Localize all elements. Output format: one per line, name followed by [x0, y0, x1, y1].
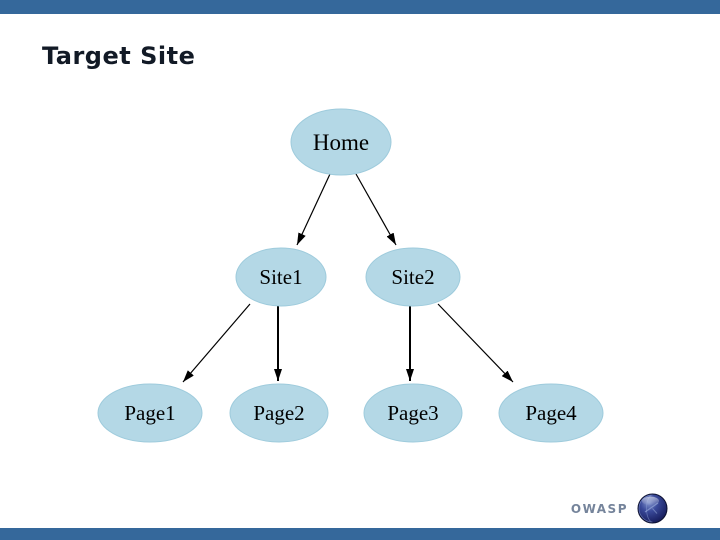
node-page2-label: Page2	[253, 401, 304, 425]
edge-home-site2	[355, 173, 397, 246]
node-site1-shape	[235, 247, 327, 307]
node-site2-shape	[365, 247, 461, 307]
node-home-label: Home	[313, 130, 369, 155]
edge-site2-page4	[437, 303, 514, 383]
node-page1-label: Page1	[124, 401, 175, 425]
node-site1-label: Site1	[259, 265, 302, 289]
node-home: Home	[290, 108, 392, 176]
node-page1: Page1	[97, 383, 203, 443]
owasp-globe-icon	[637, 493, 668, 524]
footer-brand: OWASP	[571, 493, 668, 524]
node-page1-shape	[97, 383, 203, 443]
node-page3-shape	[363, 383, 463, 443]
node-page4-label: Page4	[525, 401, 577, 425]
node-page3-label: Page3	[387, 401, 438, 425]
page-title: Target Site	[42, 42, 196, 70]
top-accent-bar	[0, 0, 720, 14]
bottom-accent-bar	[0, 528, 720, 540]
node-site1: Site1	[235, 247, 327, 307]
node-site2-label: Site2	[391, 265, 434, 289]
node-page4: Page4	[498, 383, 604, 443]
node-page2-shape	[229, 383, 329, 443]
edge-home-site1	[296, 173, 331, 246]
node-page3: Page3	[363, 383, 463, 443]
diagram-edges	[182, 173, 514, 383]
node-site2: Site2	[365, 247, 461, 307]
node-home-shape	[290, 108, 392, 176]
node-page2: Page2	[229, 383, 329, 443]
node-page4-shape	[498, 383, 604, 443]
edge-site1-page1	[182, 303, 251, 383]
footer-brand-label: OWASP	[570, 501, 628, 516]
